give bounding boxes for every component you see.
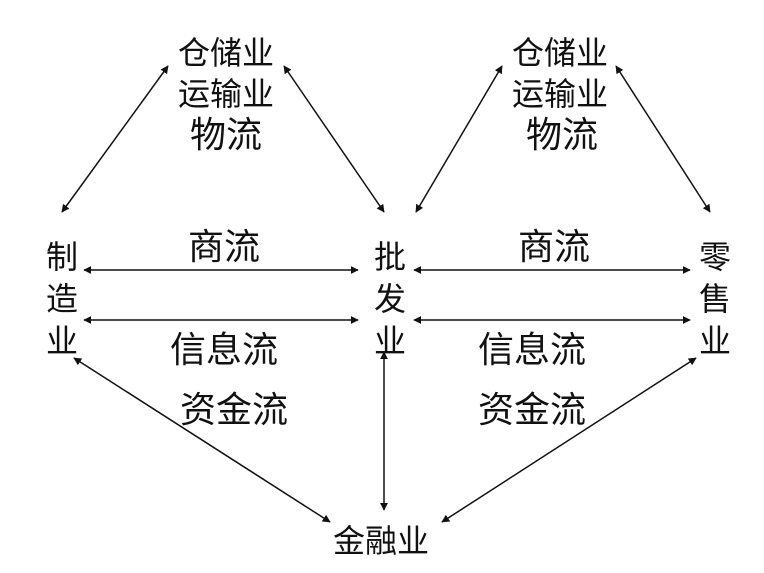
warehouse-right-line2: 运输业 bbox=[512, 75, 609, 113]
arrow-warehouse-left-wholesale bbox=[283, 65, 385, 213]
manufacturing-node: 制造业 bbox=[41, 240, 79, 366]
warehouse-right-line1: 仓储业 bbox=[512, 34, 609, 72]
warehouse-right-flow: 物流 bbox=[526, 115, 599, 156]
wholesale-node: 批发业 bbox=[369, 240, 407, 366]
warehouse-left-line1: 仓储业 bbox=[178, 34, 275, 72]
information-flow-right: 信息流 bbox=[478, 330, 587, 371]
capital-flow-left: 资金流 bbox=[180, 390, 289, 431]
arrow-warehouse-right-retail bbox=[615, 65, 711, 213]
commerce-flow-left: 商流 bbox=[188, 227, 261, 268]
warehouse-left-flow: 物流 bbox=[190, 115, 263, 156]
finance-node: 金融业 bbox=[333, 522, 430, 560]
commerce-flow-right: 商流 bbox=[518, 227, 591, 268]
arrow-warehouse-left-manufacturing bbox=[61, 65, 169, 213]
arrow-warehouse-right-wholesale bbox=[415, 65, 503, 213]
arrow-capital-retail-finance bbox=[441, 357, 697, 523]
retail-node: 零售业 bbox=[694, 240, 732, 366]
arrow-capital-manufacturing-finance bbox=[73, 357, 331, 523]
capital-flow-right: 资金流 bbox=[478, 390, 587, 431]
warehouse-left-line2: 运输业 bbox=[178, 75, 275, 113]
information-flow-left: 信息流 bbox=[170, 330, 279, 371]
